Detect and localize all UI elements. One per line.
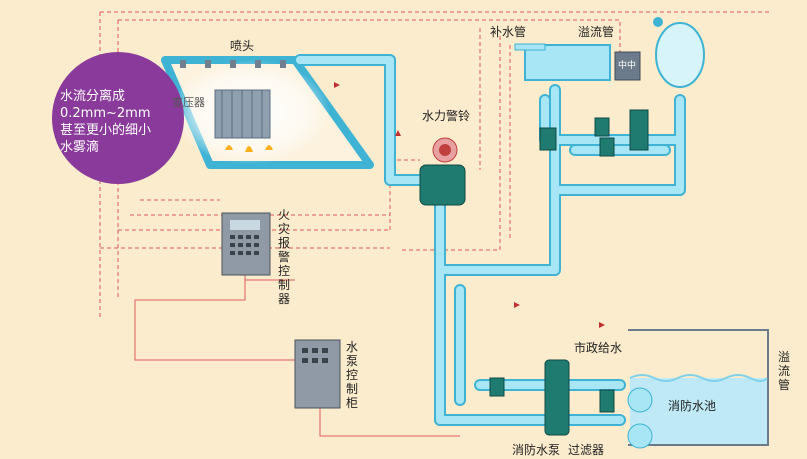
label-transformer: 变压器	[172, 96, 205, 109]
label-filter: 过滤器	[568, 443, 605, 457]
fire-alarm-controller-box	[221, 212, 271, 276]
protected-room	[161, 56, 374, 169]
water-bell-icon	[432, 137, 458, 163]
label-municipal-supply: 市政给水	[574, 341, 623, 355]
label-overflow-pipe-right: 溢流管	[778, 350, 791, 392]
pressure-vessel	[653, 17, 705, 88]
label-tank-panel: 中中	[618, 61, 637, 71]
bubble-line-1: 水流分离成	[60, 89, 126, 104]
tank-control-panel	[614, 51, 641, 81]
flow-arrows	[334, 82, 605, 328]
label-overflow-pipe-top: 溢流管	[578, 25, 615, 39]
top-water-tank	[514, 43, 611, 81]
label-makeup-pipe: 补水管	[490, 25, 527, 39]
label-fire-pump: 消防水泵	[512, 443, 561, 457]
bubble-line-4: 水雾滴	[60, 140, 100, 155]
bubble-line-3: 甚至更小的细小	[60, 123, 152, 138]
bubble-text: 水流分离成 0.2mm~2mm 甚至更小的细小 水雾滴	[60, 88, 180, 156]
control-lines	[134, 275, 460, 437]
label-water-bell: 水力警铃	[422, 109, 471, 123]
info-bubble	[52, 52, 184, 184]
bubble-line-2: 0.2mm~2mm	[60, 106, 151, 121]
valves	[419, 109, 649, 436]
label-nozzle: 喷头	[230, 39, 255, 53]
fire-pool	[627, 329, 769, 449]
pump-control-cabinet-box	[294, 339, 341, 409]
label-pump-controller: 水泵控制柜	[346, 340, 359, 410]
label-fire-pool: 消防水池	[668, 399, 717, 413]
label-fire-alarm-controller: 火灾报警控制器	[278, 208, 291, 306]
